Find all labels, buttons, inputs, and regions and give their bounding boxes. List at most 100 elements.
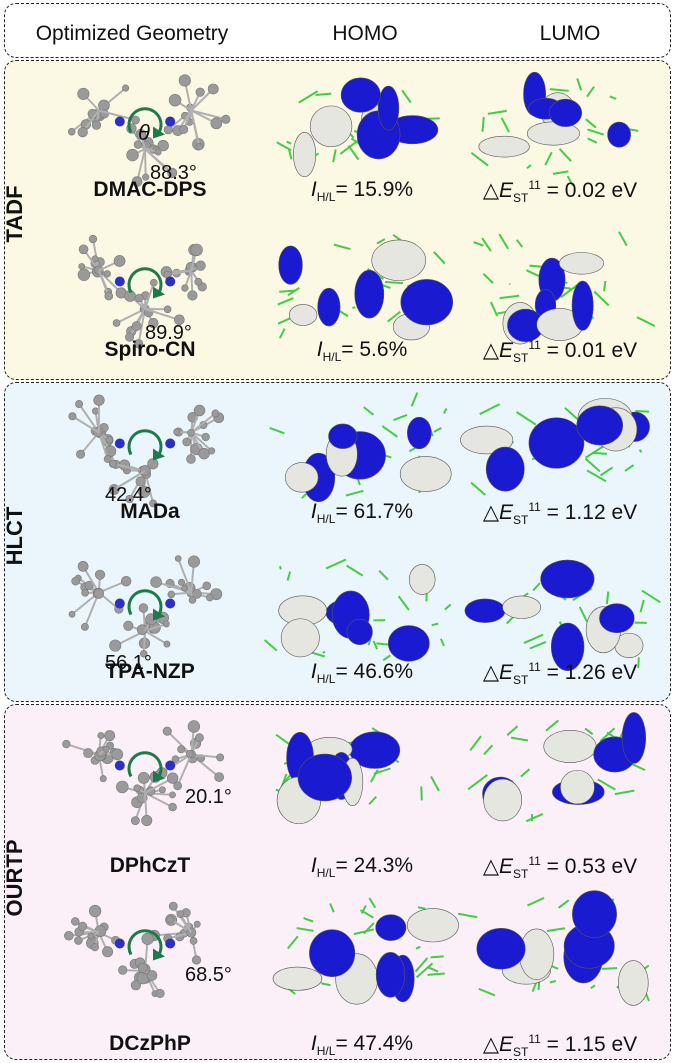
atom (105, 436, 114, 444)
atom (118, 965, 128, 975)
bond-stick (506, 725, 519, 736)
superscript-11: 11 (528, 854, 541, 868)
bond-stick (287, 286, 300, 297)
bond-stick (523, 633, 544, 644)
bond-stick (269, 427, 285, 435)
bond-stick (381, 425, 398, 438)
atom (188, 596, 197, 604)
bond-stick (333, 243, 351, 251)
orbital-lobe-positive (543, 730, 597, 763)
overlap-ihl-label: IH/L= 15.9% (262, 178, 462, 204)
bond-stick (638, 449, 643, 453)
nitrogen-atom (165, 276, 176, 287)
bond-stick (576, 78, 583, 91)
atom (122, 84, 130, 92)
optimized-geometry-figure (64, 901, 202, 998)
bond-stick (433, 251, 446, 265)
atom (149, 499, 157, 508)
atom (216, 753, 225, 762)
homo-orbital-figure (269, 392, 452, 502)
bond-stick (585, 118, 597, 129)
atom (138, 486, 151, 498)
rotation-arrow-head (153, 770, 165, 783)
atom (131, 321, 142, 332)
homo-orbital-figure (264, 558, 452, 662)
ihl-equals: = (335, 854, 354, 877)
overlap-ihl-label: IH/L= 61.7% (262, 500, 462, 526)
atom (163, 125, 173, 135)
bond-stick (624, 464, 635, 472)
delta-equals: = (540, 855, 565, 878)
bond-stick (584, 457, 601, 473)
bond-stick (618, 231, 628, 247)
bond-stick (332, 149, 337, 163)
bond-stick (296, 927, 314, 932)
atom (189, 937, 198, 945)
orbital-lobe-positive (280, 618, 320, 658)
atom (98, 99, 110, 112)
atom (84, 580, 94, 590)
atom (162, 620, 170, 628)
delta-est-label: △EST11 = 1.15 eV (450, 1032, 670, 1059)
bond-stick (584, 727, 594, 736)
superscript-11: 11 (528, 338, 541, 352)
ihl-symbol: I (310, 500, 317, 523)
ihl-equals: = (335, 660, 354, 683)
bond-stick (345, 489, 364, 497)
orbital-lobe-positive (502, 595, 542, 619)
atom (81, 589, 89, 597)
atom (195, 260, 206, 271)
atom (77, 268, 91, 281)
section-label-tadf: TADF (2, 185, 27, 243)
st-subscript: ST (513, 191, 529, 206)
bond-stick (430, 955, 444, 959)
bond-stick (587, 137, 598, 144)
atom (68, 412, 77, 421)
orbital-lobe-positive (293, 132, 317, 178)
bond-stick (439, 638, 445, 647)
atom (104, 730, 116, 742)
orbital-lobe-negative (571, 280, 594, 331)
ihl-subscript: H/L (316, 1044, 336, 1059)
atom (167, 590, 176, 599)
overlap-ihl-label: IH/L= 24.3% (262, 854, 462, 880)
orbital-lobe-positive (560, 769, 595, 805)
atom (120, 575, 132, 587)
bond-stick (478, 987, 496, 997)
atom (90, 943, 99, 952)
bond-stick (286, 571, 292, 581)
atom (194, 733, 204, 743)
delta-est-value: 1.15 eV (564, 1033, 638, 1056)
orbital-lobe-positive (558, 252, 604, 275)
bond-stick (603, 280, 607, 292)
atom (130, 816, 140, 826)
molecule-name: Spiro-CN (104, 338, 196, 361)
bond-stick (586, 469, 607, 483)
bond-stick (578, 606, 588, 623)
atom (221, 114, 231, 124)
bond-stick (378, 570, 389, 581)
bond-stick (483, 744, 494, 756)
atom (113, 255, 126, 267)
orbital-lobe-negative (607, 121, 631, 148)
bond-stick (410, 392, 419, 407)
bond-stick (481, 116, 485, 132)
atom (178, 74, 191, 87)
bond-stick (368, 796, 377, 805)
atom (137, 962, 148, 973)
atom (126, 148, 139, 162)
st-subscript: ST (513, 1045, 529, 1060)
dihedral-angle-label: 42.4° (105, 484, 152, 506)
atom (71, 576, 80, 586)
atom (102, 745, 110, 753)
bond-stick (532, 582, 541, 592)
superscript-11: 11 (528, 660, 541, 674)
bond-stick (637, 657, 640, 668)
delta-est-value: 0.01 eV (564, 339, 638, 362)
optimized-geometry-figure (62, 720, 225, 827)
ihl-equals: = (335, 178, 354, 201)
orbital-lobe-negative (317, 287, 341, 327)
orbital-lobe-negative (621, 712, 647, 764)
bond-stick (414, 957, 429, 973)
rotation-arrow-head (153, 608, 165, 621)
